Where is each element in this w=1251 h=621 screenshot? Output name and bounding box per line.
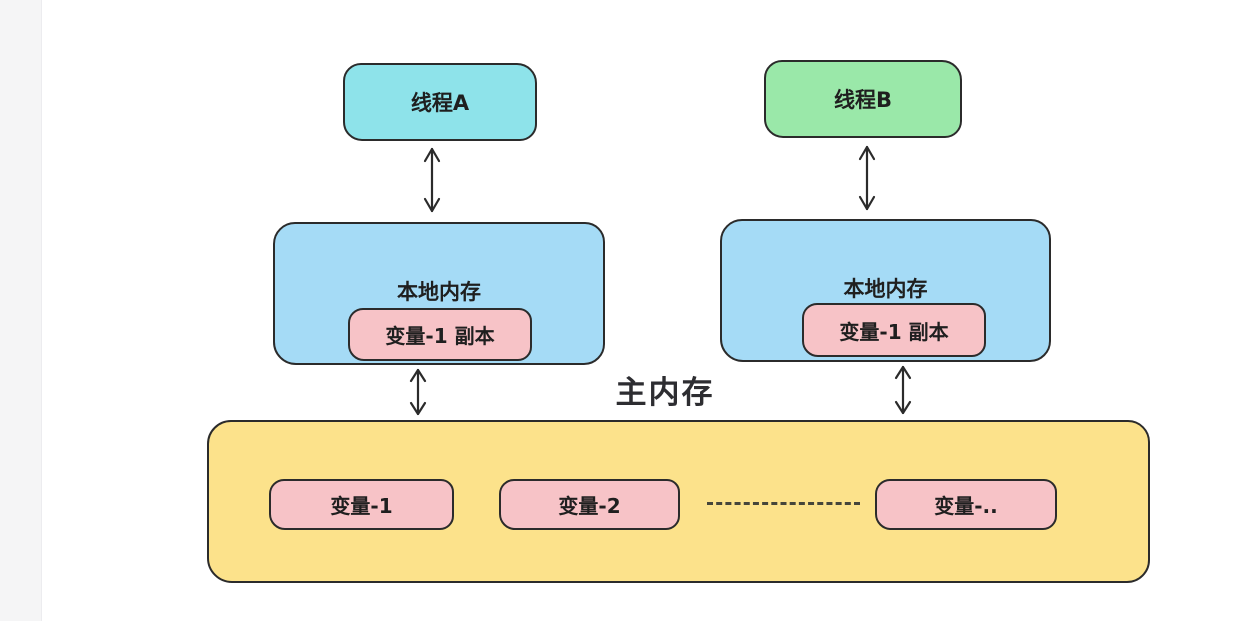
variable-1-box: 变量-1 bbox=[269, 479, 454, 530]
variable-n-box: 变量-.. bbox=[875, 479, 1057, 530]
variable-copy-b-label: 变量-1 副本 bbox=[839, 319, 949, 344]
variable-copy-a-box: 变量-1 副本 bbox=[348, 308, 532, 361]
thread-b-label: 线程B bbox=[833, 88, 892, 112]
double-arrow-icon bbox=[890, 363, 916, 417]
variable-copy-a-label: 变量-1 副本 bbox=[385, 324, 495, 348]
double-arrow-icon bbox=[405, 366, 431, 418]
variable-1-label: 变量-1 bbox=[330, 494, 393, 518]
left-gutter bbox=[0, 0, 42, 621]
local-memory-b-box: 本地内存 变量-1 副本 bbox=[720, 219, 1051, 362]
variable-2-box: 变量-2 bbox=[499, 479, 680, 530]
local-memory-a-label: 本地内存 bbox=[397, 280, 481, 304]
variable-copy-b-box: 变量-1 副本 bbox=[802, 303, 986, 357]
thread-a-box: 线程A bbox=[343, 63, 537, 141]
thread-b-box: 线程B bbox=[764, 60, 962, 138]
variable-n-label: 变量-.. bbox=[934, 494, 998, 518]
ellipsis-dashes bbox=[707, 502, 860, 505]
local-memory-b-label: 本地内存 bbox=[843, 277, 928, 301]
double-arrow-icon bbox=[854, 142, 880, 214]
double-arrow-icon bbox=[419, 144, 445, 216]
main-memory-box: 变量-1 变量-2 变量-.. bbox=[207, 420, 1150, 583]
thread-a-label: 线程A bbox=[410, 91, 470, 115]
local-memory-a-box: 本地内存 变量-1 副本 bbox=[273, 222, 605, 365]
variable-2-label: 变量-2 bbox=[558, 494, 621, 518]
main-memory-title: 主内存 bbox=[615, 375, 715, 411]
